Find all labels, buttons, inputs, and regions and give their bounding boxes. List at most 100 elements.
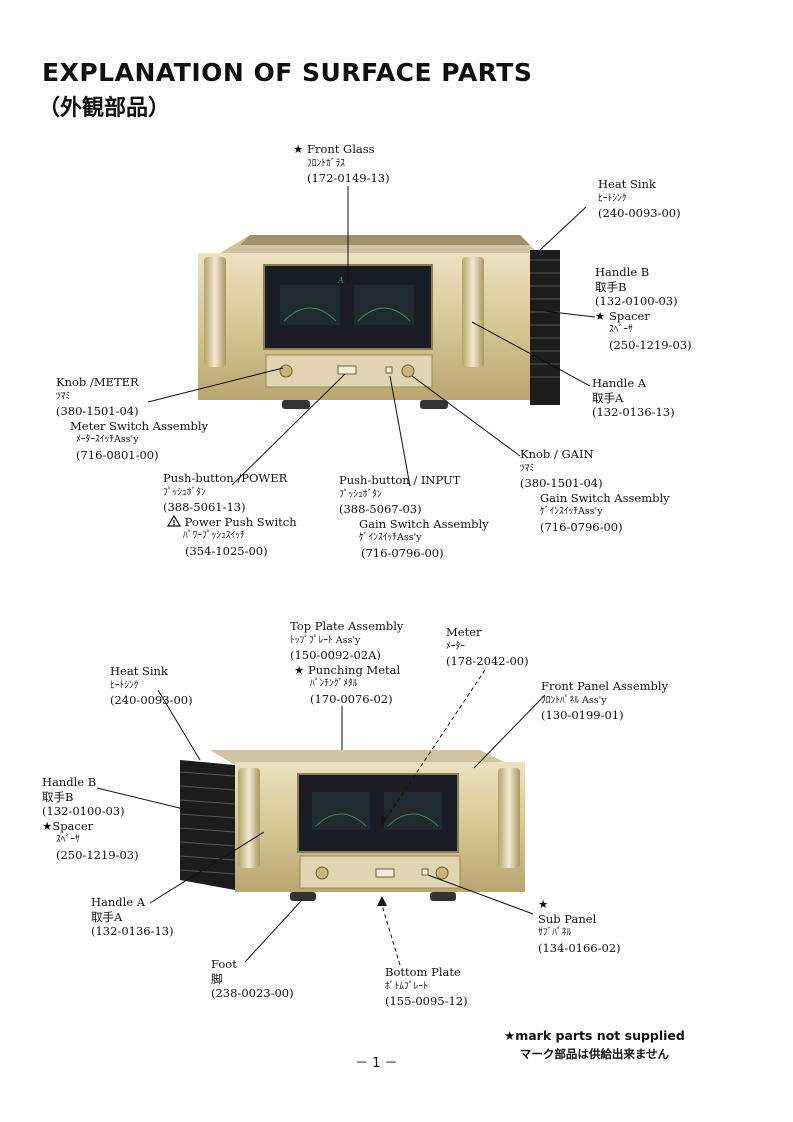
star-icon: ★ (595, 308, 606, 323)
label-name: Knob / GAIN (520, 447, 594, 461)
label-jp: ﾌﾟｯｼｭﾎﾞﾀﾝ (339, 488, 382, 500)
label-name: Heat Sink (110, 664, 168, 678)
page-number: － 1 － (355, 1056, 398, 1071)
page-subtitle: （外観部品） (38, 96, 171, 121)
label-jp: 取手A (91, 909, 123, 924)
label-name: Push-button / INPUT (339, 473, 461, 487)
label-handle-a-1: Handle A 取手A (132-0136-13) (592, 376, 675, 420)
spacer-code: (250-1219-03) (56, 847, 139, 862)
sub-jp: ﾊﾟﾜｰﾌﾟｯｼｭｽｲｯﾁ (183, 530, 245, 542)
label-code: (240-0093-00) (598, 206, 681, 221)
label-name: Handle A (592, 376, 647, 390)
sub-code: (716-0796-00) (540, 519, 623, 534)
label-name: Heat Sink (598, 177, 656, 191)
label-jp: ﾒｰﾀｰ (446, 640, 466, 652)
label-code: (388-5061-13) (163, 500, 246, 515)
star-icon: ★ (294, 662, 305, 677)
label-handle-b-1: Handle B 取手B (132-0100-03) ★ Spacer ｽﾍﾟｰ… (595, 265, 692, 353)
sub-name: Meter Switch Assembly (70, 418, 209, 433)
sub-code: (716-0796-00) (361, 545, 444, 560)
star-icon: ★ (538, 897, 549, 911)
label-name: Handle B (595, 265, 650, 279)
amplifier-angled-view-figure (180, 750, 525, 901)
label-bottom-plate: Bottom Plate ﾎﾞﾄﾑﾌﾟﾚｰﾄ (155-0095-12) (385, 965, 468, 1009)
label-code: (132-0136-13) (592, 405, 675, 420)
label-jp: ﾂﾏﾐ (56, 390, 71, 402)
label-jp: ｻﾌﾞﾊﾟﾈﾙ (538, 927, 572, 939)
sub-name: Gain Switch Assembly (540, 490, 670, 505)
sub-code: (354-1025-00) (185, 543, 268, 558)
sub-code: (170-0076-02) (310, 691, 393, 706)
label-jp: 取手B (595, 279, 627, 294)
star-icon: ★ (42, 818, 53, 833)
label-push-input: Push-button / INPUT ﾌﾟｯｼｭﾎﾞﾀﾝ (388-5067-… (339, 473, 489, 561)
label-code: (155-0095-12) (385, 994, 468, 1009)
label-jp: 脚 (211, 971, 223, 986)
label-code: (380-1501-04) (520, 476, 603, 491)
label-handle-b-2: Handle B 取手B (132-0100-03) ★Spacer ｽﾍﾟｰｻ… (42, 775, 139, 863)
note-en: ★mark parts not supplied (504, 1028, 685, 1043)
sub-code: (716-0801-00) (76, 447, 159, 462)
label-handle-a-2: Handle A 取手A (132-0136-13) (91, 895, 174, 939)
sub-name: Power Push Switch (184, 514, 297, 529)
label-name: Knob /METER (56, 375, 139, 389)
label-knob-gain: Knob / GAIN ﾂﾏﾐ (380-1501-04) Gain Switc… (520, 447, 670, 535)
label-jp: ﾌﾛﾝﾄﾊﾟﾈﾙ Ass'y (541, 694, 607, 706)
label-heat-sink-1: Heat Sink ﾋｰﾄｼﾝｸ (240-0093-00) (598, 177, 681, 221)
label-code: (172-0149-13) (307, 171, 390, 186)
label-jp: 取手A (592, 390, 624, 405)
label-code: (132-0136-13) (91, 924, 174, 939)
label-jp: ﾌﾛﾝﾄｶﾞﾗｽ (307, 157, 346, 169)
label-front-glass: ★ Front Glass ﾌﾛﾝﾄｶﾞﾗｽ (172-0149-13) (293, 142, 390, 186)
spacer-name: Spacer (608, 308, 650, 323)
label-code: (132-0100-03) (595, 294, 678, 309)
label-name: Bottom Plate (385, 965, 461, 979)
sub-jp: ﾊﾟﾝﾁﾝｸﾞﾒﾀﾙ (310, 678, 358, 690)
spacer-jp: ｽﾍﾟｰｻ (56, 834, 80, 846)
label-heat-sink-2: Heat Sink ﾋｰﾄｼﾝｸ (240-0093-00) (110, 664, 193, 708)
label-code: (238-0023-00) (211, 986, 294, 1001)
label-name: Handle B (42, 775, 97, 789)
label-code: (240-0093-00) (110, 693, 193, 708)
label-jp: ﾋｰﾄｼﾝｸ (598, 192, 627, 204)
label-meter: Meter ﾒｰﾀｰ (178-2042-00) (446, 625, 529, 669)
sub-jp: ﾒｰﾀｰｽｲｯﾁAss'y (76, 434, 139, 446)
sub-name: Gain Switch Assembly (359, 516, 489, 531)
label-name: Sub Panel (538, 911, 597, 926)
label-push-power: Push-button /POWER ﾌﾟｯｼｭﾎﾞﾀﾝ (388-5061-1… (163, 471, 297, 559)
star-icon: ★ (293, 142, 304, 156)
note-jp: マーク部品は供給出来ません (519, 1047, 669, 1061)
label-jp: ﾎﾞﾄﾑﾌﾟﾚｰﾄ (385, 980, 428, 992)
label-code: (130-0199-01) (541, 708, 624, 723)
label-top-plate: Top Plate Assembly ﾄｯﾌﾟﾌﾟﾚｰﾄ Ass'y (150-… (290, 619, 403, 707)
label-sub-panel: ★ Sub Panel ｻﾌﾞﾊﾟﾈﾙ (134-0166-02) (538, 897, 621, 955)
not-supplied-note: ★mark parts not supplied マーク部品は供給出来ません (504, 1028, 685, 1062)
spacer-code: (250-1219-03) (609, 337, 692, 352)
label-jp: 取手B (42, 789, 74, 804)
label-name: Front Panel Assembly (541, 679, 669, 693)
label-name: Push-button /POWER (163, 471, 288, 485)
label-code: (150-0092-02A) (290, 648, 381, 663)
label-name: Front Glass (306, 142, 375, 156)
sub-jp: ｹﾞｲﾝｽｲｯﾁAss'y (540, 506, 603, 518)
label-front-panel: Front Panel Assembly ﾌﾛﾝﾄﾊﾟﾈﾙ Ass'y (130… (541, 679, 668, 723)
label-code: (388-5067-03) (339, 502, 422, 517)
spacer-jp: ｽﾍﾟｰｻ (609, 324, 633, 336)
label-knob-meter: Knob /METER ﾂﾏﾐ (380-1501-04) Meter Swit… (56, 375, 208, 463)
page-title: EXPLANATION OF SURFACE PARTS (42, 58, 533, 87)
svg-text:A: A (337, 276, 344, 285)
spacer-name: Spacer (52, 818, 94, 833)
label-code: (134-0166-02) (538, 940, 621, 955)
label-name: Foot (211, 957, 237, 971)
label-jp: ﾄｯﾌﾟﾌﾟﾚｰﾄ Ass'y (290, 634, 361, 646)
label-jp: ﾂﾏﾐ (520, 462, 535, 474)
label-code: (380-1501-04) (56, 404, 139, 419)
warning-triangle-icon: ! (166, 514, 182, 527)
label-code: (178-2042-00) (446, 654, 529, 669)
sub-name: Punching Metal (307, 662, 401, 677)
label-name: Meter (446, 625, 482, 639)
sub-jp: ｹﾞｲﾝｽｲｯﾁAss'y (359, 532, 422, 544)
label-code: (132-0100-03) (42, 804, 125, 819)
label-jp: ﾌﾟｯｼｭﾎﾞﾀﾝ (163, 486, 206, 498)
